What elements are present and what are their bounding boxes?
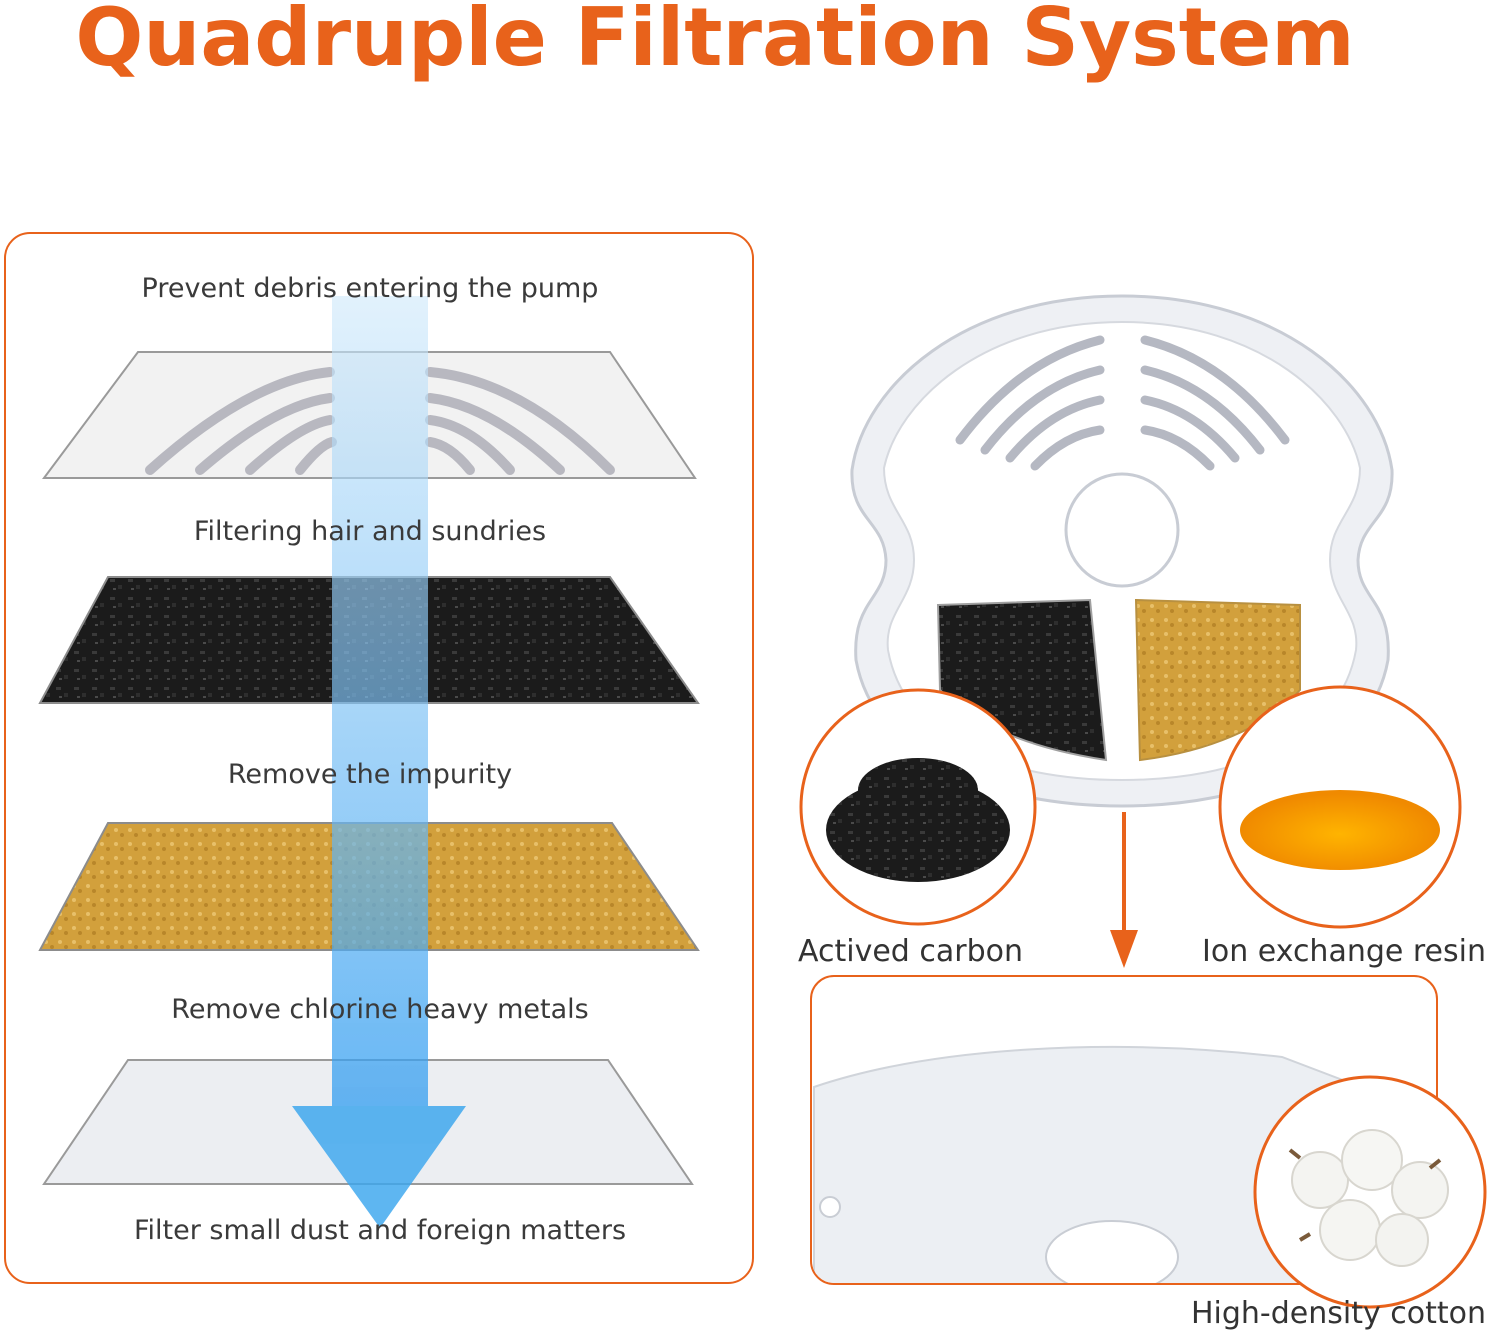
layers-panel: [4, 232, 754, 1284]
layer-label-2: Filtering hair and sundries: [193, 516, 547, 547]
layer-label-3: Remove the impurity: [227, 759, 513, 790]
layer-label-4: Remove chlorine heavy metals: [171, 994, 589, 1025]
carbon-closeup: [799, 688, 1037, 926]
filter-cartridge: [850, 294, 1394, 808]
cotton-label: High-density cotton: [1190, 1296, 1486, 1331]
cotton-closeup: [1253, 1075, 1487, 1309]
resin-closeup: [1218, 685, 1462, 929]
pointer-arrow: [1110, 812, 1138, 968]
layer-label-1: Prevent debris entering the pump: [141, 273, 599, 304]
page-title: Quadruple Filtration System: [75, 0, 1355, 84]
carbon-label: Actived carbon: [798, 934, 1023, 969]
layer-label-5: Filter small dust and foreign matters: [133, 1215, 627, 1246]
resin-label: Ion exchange resin: [1202, 934, 1486, 969]
flow-arrow: [292, 296, 466, 1228]
